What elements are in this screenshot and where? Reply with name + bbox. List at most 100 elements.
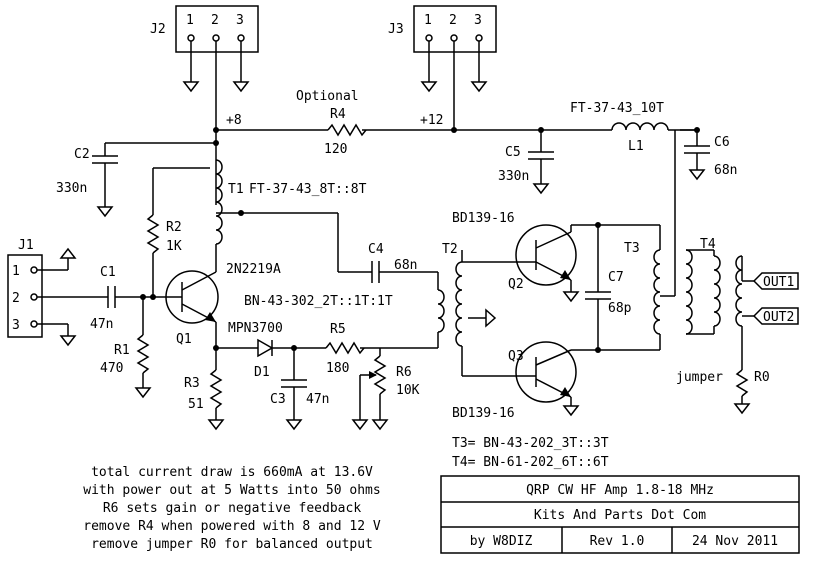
j1-pin-1-label: 1 bbox=[12, 264, 20, 279]
title-block: QRP CW HF Amp 1.8-18 MHz Kits And Parts … bbox=[440, 475, 800, 554]
capacitor-c1: C1 47n bbox=[90, 265, 170, 332]
l1-ref: L1 bbox=[628, 139, 644, 154]
transformer-note-t4: T4= BN-61-202_6T::6T bbox=[452, 455, 609, 470]
q1-value: 2N2219A bbox=[226, 262, 281, 277]
note-line-4: remove R4 when powered with 8 and 12 V bbox=[83, 519, 381, 534]
transistor-q3: Q3 BD139-16 bbox=[452, 341, 660, 421]
r2-value: 1K bbox=[166, 239, 182, 254]
r5-value: 180 bbox=[326, 361, 349, 376]
j3-label: J3 bbox=[388, 22, 404, 37]
note-line-5: remove jumper R0 for balanced output bbox=[91, 537, 373, 552]
c3-ref: C3 bbox=[270, 392, 286, 407]
potentiometer-r6: R6 10K bbox=[351, 355, 420, 431]
r1-ref: R1 bbox=[114, 343, 130, 358]
q3-value: BD139-16 bbox=[452, 406, 515, 421]
rail-plus12-label: +12 bbox=[420, 113, 443, 128]
capacitor-c6: C6 68n bbox=[660, 129, 737, 297]
connector-j2: J2 1 2 3 bbox=[150, 5, 259, 205]
j3-pin-3-label: 3 bbox=[474, 13, 482, 28]
q2-ref: Q2 bbox=[508, 277, 524, 292]
r4-note: Optional bbox=[296, 89, 359, 104]
transformer-t4: T4 bbox=[700, 237, 754, 370]
transistor-q1: 2N2219A Q1 bbox=[165, 262, 281, 370]
r0-ref: R0 bbox=[754, 370, 770, 385]
title-block-date: 24 Nov 2011 bbox=[692, 534, 778, 549]
capacitor-c7: C7 68p bbox=[585, 225, 632, 353]
c6-ref: C6 bbox=[714, 135, 730, 150]
transistor-q2: BD139-16 Q2 bbox=[452, 211, 660, 303]
out1-label: OUT1 bbox=[763, 275, 794, 290]
supply-rail: +8 +12 Optional R4 120 bbox=[213, 89, 612, 157]
d1-ref: D1 bbox=[254, 365, 270, 380]
c1-ref: C1 bbox=[100, 265, 116, 280]
r2-ref: R2 bbox=[166, 220, 182, 235]
j2-pin-3-label: 3 bbox=[236, 13, 244, 28]
note-line-1: total current draw is 660mA at 13.6V bbox=[91, 465, 373, 480]
c7-value: 68p bbox=[608, 301, 632, 316]
r6-value: 10K bbox=[396, 383, 420, 398]
title-block-title: QRP CW HF Amp 1.8-18 MHz bbox=[526, 483, 714, 498]
r3-ref: R3 bbox=[184, 376, 200, 391]
l1-value: FT-37-43_10T bbox=[570, 101, 664, 116]
t2-ref: T2 bbox=[442, 242, 458, 257]
title-block-revision: Rev 1.0 bbox=[590, 534, 645, 549]
transformer-note-t3: T3= BN-43-202_3T::3T bbox=[452, 436, 609, 451]
j1-pin-2-label: 2 bbox=[12, 291, 20, 306]
design-notes: total current draw is 660mA at 13.6V wit… bbox=[83, 465, 381, 552]
resistor-r5: R5 180 bbox=[325, 322, 381, 376]
out2-label: OUT2 bbox=[763, 310, 794, 325]
j3-pin-1-label: 1 bbox=[424, 13, 432, 28]
transformer-t3: T3 bbox=[624, 225, 714, 350]
t2-value: BN-43-302_2T::1T:1T bbox=[244, 294, 393, 309]
j2-pin-2-label: 2 bbox=[211, 13, 219, 28]
r5-ref: R5 bbox=[330, 322, 346, 337]
r1-value: 470 bbox=[100, 361, 123, 376]
r6-ref: R6 bbox=[396, 365, 412, 380]
j1-label: J1 bbox=[18, 238, 34, 253]
capacitor-c3: C3 47n bbox=[270, 348, 329, 431]
connector-j3: J3 1 2 3 bbox=[388, 5, 497, 130]
c5-value: 330n bbox=[498, 169, 529, 184]
c5-ref: C5 bbox=[505, 145, 521, 160]
output-port-out2: OUT2 bbox=[752, 307, 799, 325]
jumper-r0: jumper R0 bbox=[676, 369, 770, 415]
capacitor-c5: C5 330n bbox=[498, 130, 554, 195]
transformer-t1: T1 FT-37-43_8T::8T bbox=[152, 159, 367, 272]
r0-value: jumper bbox=[676, 370, 723, 385]
c3-value: 47n bbox=[306, 392, 329, 407]
transformer-t2: T2 BN-43-302_2T::1T:1T bbox=[244, 242, 532, 377]
c1-value: 47n bbox=[90, 317, 113, 332]
t3-ref: T3 bbox=[624, 241, 640, 256]
title-block-author: by W8DIZ bbox=[470, 534, 533, 549]
connector-j1: J1 1 2 3 bbox=[7, 238, 108, 347]
j1-pin-3-label: 3 bbox=[12, 318, 20, 333]
j3-pin-2-label: 2 bbox=[449, 13, 457, 28]
r4-value: 120 bbox=[324, 142, 347, 157]
t1-value: FT-37-43_8T::8T bbox=[249, 182, 367, 197]
capacitor-c2: C2 330n bbox=[56, 140, 219, 218]
resistor-r2: R2 1K bbox=[146, 214, 182, 297]
d1-value: MPN3700 bbox=[228, 321, 283, 336]
title-block-company: Kits And Parts Dot Com bbox=[534, 508, 706, 523]
resistor-r1: R1 470 bbox=[100, 297, 152, 399]
note-line-3: R6 sets gain or negative feedback bbox=[103, 501, 361, 516]
q1-ref: Q1 bbox=[176, 332, 192, 347]
c2-value: 330n bbox=[56, 181, 87, 196]
j2-pin-1-label: 1 bbox=[186, 13, 194, 28]
t4-ref: T4 bbox=[700, 237, 716, 252]
j2-label: J2 bbox=[150, 22, 166, 37]
c2-ref: C2 bbox=[74, 147, 90, 162]
r3-value: 51 bbox=[188, 397, 204, 412]
capacitor-c4: C4 68n bbox=[338, 242, 439, 290]
transformer-notes: T3= BN-43-202_3T::3T T4= BN-61-202_6T::6… bbox=[452, 436, 609, 470]
output-port-out1: OUT1 bbox=[752, 272, 799, 290]
inductor-l1: FT-37-43_10T L1 bbox=[570, 101, 700, 154]
c7-ref: C7 bbox=[608, 270, 624, 285]
c6-value: 68n bbox=[714, 163, 737, 178]
q2-value: BD139-16 bbox=[452, 211, 515, 226]
r4-ref: R4 bbox=[330, 107, 346, 122]
resistor-r3: R3 51 bbox=[184, 345, 225, 431]
q3-ref: Q3 bbox=[508, 349, 524, 364]
